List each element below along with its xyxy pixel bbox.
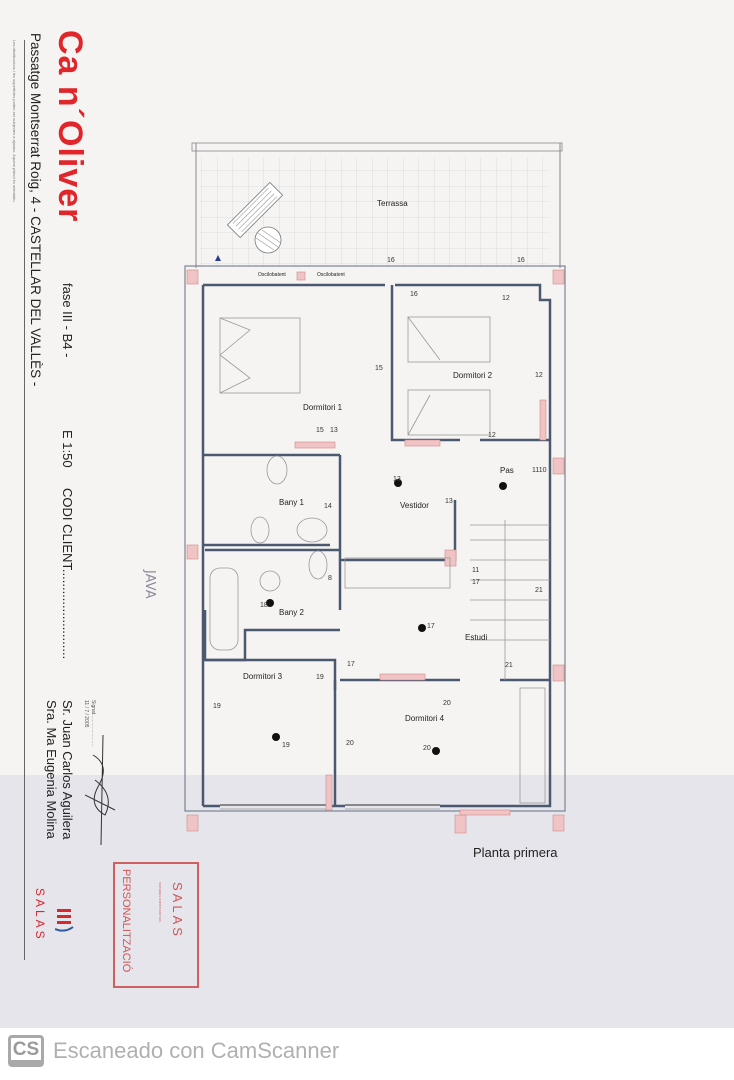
fixture-number: 19 [316, 674, 324, 681]
scanner-footer [0, 1028, 734, 1080]
client-name-2: Sra. Ma Eugenia Molina [44, 700, 59, 839]
room-label-hall: Pas [500, 466, 514, 475]
fixture-number: 19 [282, 742, 290, 749]
fixture-number: 16 [387, 257, 395, 264]
room-label-bedroom-1: Dormitori 1 [303, 403, 343, 412]
fixture-number: 12 [488, 432, 496, 439]
fixture-number: 17 [427, 623, 435, 630]
fine-print: Les distribucions i les superficies pode… [12, 40, 17, 203]
pillars [186, 269, 565, 834]
signature-date: 11 / 7 / 2005 [83, 700, 89, 728]
scan-shadow [0, 775, 734, 1028]
camscanner-logo-icon: CS [8, 1035, 44, 1067]
fixture-number: 20 [443, 700, 451, 707]
walls [184, 265, 566, 812]
client-code: CODI CLIENT......................... [60, 488, 75, 660]
room-label-dressing: Vestidor [400, 501, 429, 510]
fixture-number: 21 [535, 587, 543, 594]
furniture [209, 316, 550, 804]
terrace [191, 142, 563, 268]
fixture-number: 15 [316, 427, 324, 434]
fixture-number: 13 [330, 427, 338, 434]
fixture-number: 21 [505, 662, 513, 669]
fixture-number: 14 [324, 503, 332, 510]
room-label-terrace: Terrassa [377, 199, 408, 208]
personalization-stamp: SALAS PERSONALITZACIÓ SISTEMES CONSTRUCT… [113, 862, 199, 988]
address: Passatge Montserrat Roig, 4 - CASTELLAR … [28, 33, 43, 387]
fixture-number: 20 [346, 740, 354, 747]
fixture-number: 12 [535, 372, 543, 379]
room-label-bedroom-3: Dormitori 3 [243, 672, 283, 681]
salas-logo-icon [55, 909, 74, 932]
stamp-tagline: SISTEMES CONSTRUCTIUS [158, 882, 162, 922]
scale-label: E 1:50 [60, 430, 75, 468]
room-label-bath-2: Bany 2 [279, 608, 304, 617]
fixture-number: 16 [410, 291, 418, 298]
room-label-bedroom-4: Dormitori 4 [405, 714, 445, 723]
fixture-number: 12 [502, 295, 510, 302]
fixture-number: 1110 [532, 467, 547, 474]
sun-lounger [226, 181, 284, 239]
room-label-bedroom-2: Dormitori 2 [453, 371, 493, 380]
fixture-number: 15 [375, 365, 383, 372]
fixture-number: 13 [393, 476, 401, 483]
fixture-number: 13 [445, 498, 453, 505]
floor-plan: Terrassa Oscilobatent Oscilobatent Dormi… [184, 142, 566, 834]
fixture-number: 18 [260, 602, 268, 609]
project-title: Ca n´Oliver [51, 30, 89, 223]
fixture-number: 19 [213, 703, 221, 710]
fixture-number: 16 [517, 257, 525, 264]
fixture-number: 17 [347, 661, 355, 668]
salas-logo-text: SALAS [33, 888, 47, 942]
window-label: Oscilobatent [258, 272, 286, 278]
fixture-number: 8 [328, 575, 332, 582]
signature [85, 735, 116, 845]
stamp-subtitle: PERSONALITZACIÓ [120, 869, 132, 973]
camscanner-watermark: Escaneado con CamScanner [53, 1038, 340, 1063]
fixture-number: 11 [472, 567, 479, 574]
north-arrow-icon [215, 255, 221, 261]
phase-label: fase III - B4 - [60, 283, 75, 358]
window-label: Oscilobatent [317, 272, 345, 278]
fixture-number: 20 [423, 745, 431, 752]
client-name-1: Sr. Juan Carlos Aguilera [60, 700, 75, 840]
room-label-study: Estudi [465, 633, 487, 642]
fixture-numbers: 16 16 16 12 15 12 15 13 12 1110 13 14 13… [213, 257, 547, 752]
stamp-brand: SALAS [170, 882, 185, 939]
margin-rule [24, 40, 25, 960]
room-label-bath-1: Bany 1 [279, 498, 304, 507]
plan-title: Planta primera [473, 845, 558, 860]
ceiling-lights [266, 479, 507, 755]
fixture-number: 17 [472, 579, 480, 586]
signed-label: Signat....................... [90, 700, 96, 747]
